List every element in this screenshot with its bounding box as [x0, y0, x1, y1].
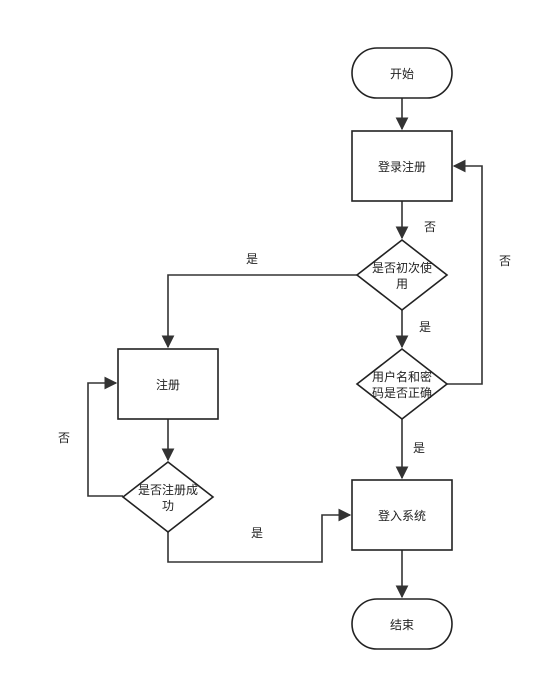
node-register: 注册: [117, 348, 219, 420]
edge-regsuccess-yes-to-enter: [167, 508, 352, 563]
node-login-register: 登录注册: [351, 130, 453, 202]
edge-labels: 否 是 是 否 是 否 是: [58, 220, 511, 540]
node-end-label: 结束: [390, 618, 414, 632]
edge-credcheck-no-to-login: [447, 159, 483, 385]
edge-label-reg-no: 否: [58, 431, 70, 445]
decision-register-success-line1: 是否注册成: [138, 482, 198, 497]
node-start: 开始: [351, 47, 453, 99]
node-login-register-label: 登录注册: [378, 159, 426, 174]
edge-firstuse-yes-to-register: [161, 274, 357, 349]
edge-label-cred-yes: 是: [413, 441, 425, 455]
decision-register-success-line2: 功: [162, 499, 174, 513]
decision-first-use: 是否初次使 用: [355, 238, 449, 312]
decision-credentials: 用户名和密 码是否正确: [355, 347, 449, 421]
decision-first-use-line1: 是否初次使: [372, 260, 432, 275]
node-enter-system: 登入系统: [351, 479, 453, 551]
edge-label-reg-yes: 是: [251, 526, 263, 540]
node-start-label: 开始: [390, 67, 414, 81]
edge-label-first-use-yes: 是: [246, 252, 258, 266]
edge-label-cred-no: 否: [499, 254, 511, 268]
decision-credentials-line2: 码是否正确: [372, 386, 432, 400]
edge-label-cred-yes-mid: 是: [419, 320, 431, 334]
node-end: 结束: [351, 598, 453, 650]
edges: [87, 98, 483, 599]
decision-first-use-line2: 用: [396, 277, 408, 291]
decision-register-success: 是否注册成 功: [121, 460, 215, 534]
edge-regsuccess-no-to-register: [87, 376, 123, 497]
edge-label-first-use-no: 否: [424, 220, 436, 234]
node-enter-system-label: 登入系统: [378, 508, 426, 523]
decision-credentials-line1: 用户名和密: [372, 369, 432, 384]
node-register-label: 注册: [156, 377, 180, 392]
